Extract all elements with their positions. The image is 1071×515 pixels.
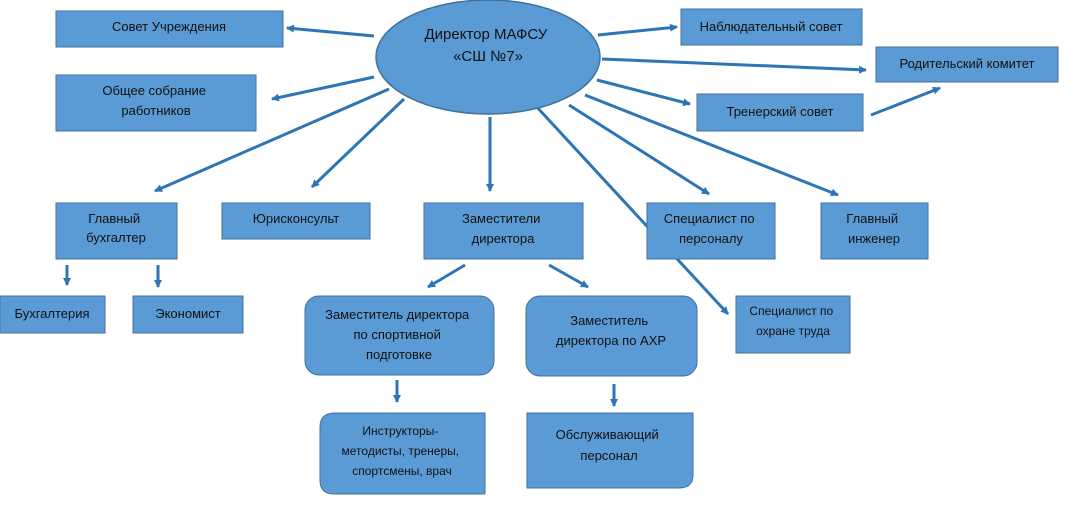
- connector-deputies-to-ahr: [548, 263, 589, 289]
- hr-specialist-box: Специалист по персоналу: [646, 202, 776, 260]
- chief-engineer-box: Главный инженер: [820, 202, 929, 260]
- svg-text:Специалист по персоналу: Специалист по персоналу: [664, 211, 758, 246]
- connector-director-to-parents: [601, 57, 867, 74]
- svg-text:Общее собрание работнико: Общее собрание работников: [102, 83, 209, 118]
- parents-committee-box: Родительский комитет: [875, 46, 1059, 83]
- chief-accountant-box: Главный бухгалтер: [55, 202, 178, 260]
- svg-text:Наблюдательный совет: Наблюдательный совет: [700, 19, 843, 34]
- deputy-sports-box: Заместитель директора по спортивной подг…: [304, 295, 495, 376]
- deputy-ahr-box: Заместитель директора по АХР: [525, 295, 698, 377]
- supervisory-board-box: Наблюдательный совет: [680, 8, 863, 46]
- connector-director-to-engineer: [584, 93, 839, 197]
- council-institution-box: Совет Учреждения: [55, 10, 284, 48]
- safety-specialist-box: Специалист по охране труда: [735, 295, 851, 354]
- svg-text:Инструкторы- методисты,: Инструкторы- методисты, тренеры, спортсм…: [342, 424, 463, 478]
- connector-director-to-general-meeting: [271, 75, 375, 102]
- svg-text:Заместители директора: Заместители директора: [462, 211, 544, 246]
- connector-director-to-hr: [568, 103, 710, 196]
- svg-text:Обслуживающий персонал: Обслуживающий персонал: [556, 427, 663, 463]
- connector-director-to-coaching: [596, 78, 691, 107]
- coaching-council-box: Тренерский совет: [696, 93, 864, 132]
- connector-deputies-to-sports: [427, 263, 466, 289]
- economist-box: Экономист: [132, 295, 244, 334]
- svg-text:Экономист: Экономист: [155, 306, 221, 321]
- general-meeting-box: Общее собрание работников: [55, 74, 257, 132]
- connector-coaching-to-parents: [870, 86, 941, 117]
- svg-text:Заместитель директора по: Заместитель директора по спортивной подг…: [325, 307, 473, 362]
- svg-text:Совет Учреждения: Совет Учреждения: [112, 19, 226, 34]
- connector-director-to-accountant: [154, 87, 390, 193]
- accounting-box: Бухгалтерия: [0, 295, 106, 334]
- connector-director-to-council: [286, 24, 375, 38]
- connectors: [63, 23, 941, 407]
- director-label: Директор МАФСУ «СШ №7»: [425, 26, 552, 65]
- legal-adviser-box: Юрисконсульт: [221, 202, 371, 240]
- svg-text:Юрисконсульт: Юрисконсульт: [253, 211, 339, 226]
- connector-director-to-supervisory: [597, 23, 678, 37]
- deputy-directors-box: Заместители директора: [423, 202, 584, 260]
- svg-text:Главный бухгалтер: Главный бухгалтер: [86, 211, 146, 245]
- svg-text:Главный инженер: Главный инженер: [846, 211, 901, 246]
- service-staff-box: Обслуживающий персонал: [526, 412, 694, 489]
- svg-text:Заместитель директора по: Заместитель директора по АХР: [556, 313, 666, 348]
- svg-text:Родительский комитет: Родительский комитет: [899, 56, 1034, 71]
- director-node: Директор МАФСУ «СШ №7»: [375, 0, 601, 115]
- svg-text:Тренерский совет: Тренерский совет: [726, 104, 833, 119]
- connector-director-to-safety: [533, 103, 730, 316]
- svg-text:Специалист по охране тру: Специалист по охране труда: [749, 304, 836, 338]
- connector-director-to-legal: [310, 97, 406, 189]
- svg-text:Бухгалтерия: Бухгалтерия: [14, 306, 89, 321]
- instructors-box: Инструкторы- методисты, тренеры, спортсм…: [319, 412, 486, 495]
